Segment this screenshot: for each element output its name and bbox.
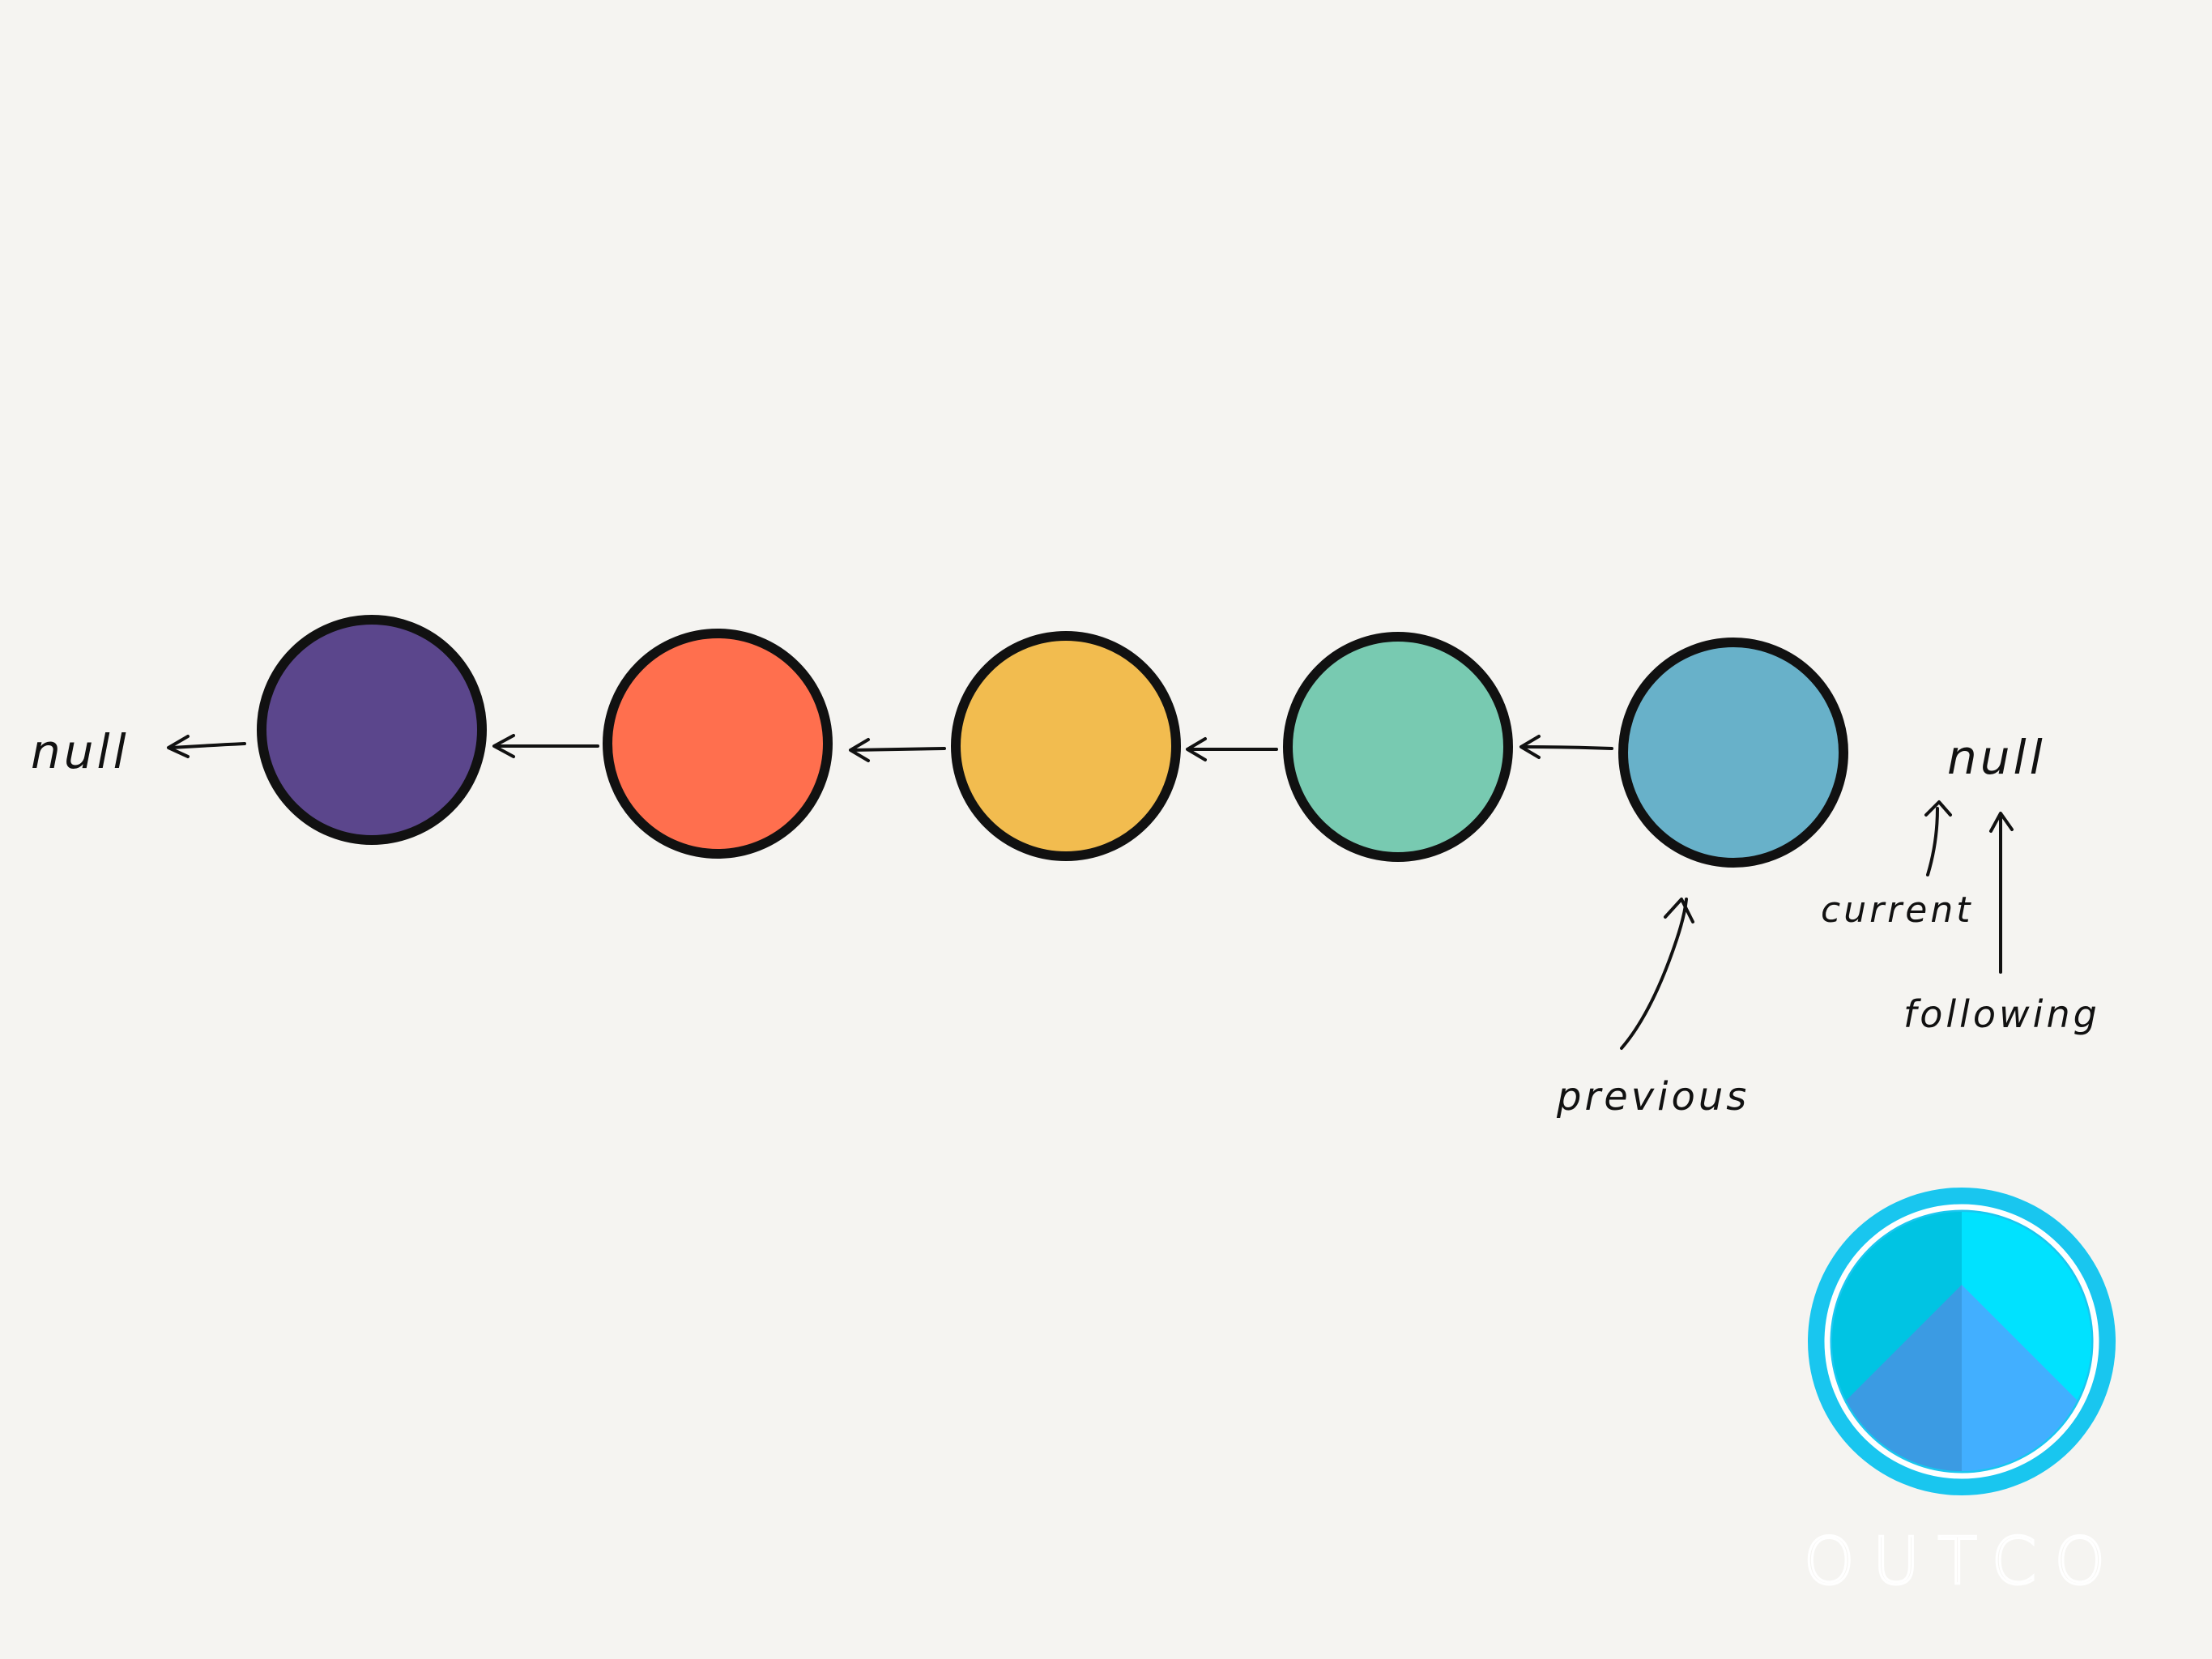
list-node-1	[257, 615, 487, 845]
list-node-3	[951, 631, 1181, 861]
arrow-node3-to-node2	[849, 738, 946, 762]
logo-inner-ring	[1824, 1204, 2099, 1479]
arrow-to-null-left	[167, 735, 246, 758]
null-left-label: null	[31, 724, 130, 779]
list-node-4	[1283, 632, 1513, 862]
current-pointer-arrow	[1924, 800, 1952, 876]
list-node-5	[1618, 638, 1848, 868]
list-node-2	[603, 629, 833, 859]
current-label: current	[1821, 889, 1973, 931]
logo-mountain-left	[1832, 1285, 1962, 1471]
arrow-node2-to-node1	[492, 734, 599, 758]
following-pointer-arrow	[1989, 812, 2014, 974]
null-right-label: null	[1947, 730, 2046, 785]
following-label: following	[1903, 992, 2100, 1036]
logo-mountain-right	[1962, 1285, 2091, 1471]
arrow-node5-to-node4	[1519, 735, 1613, 759]
outco-logo: OUTCO	[1802, 1188, 2124, 1601]
previous-label: previous	[1556, 1074, 1750, 1120]
arrow-node4-to-node3	[1186, 737, 1278, 761]
previous-pointer-arrow	[1620, 898, 1694, 1050]
logo-text: OUTCO	[1804, 1524, 2124, 1599]
